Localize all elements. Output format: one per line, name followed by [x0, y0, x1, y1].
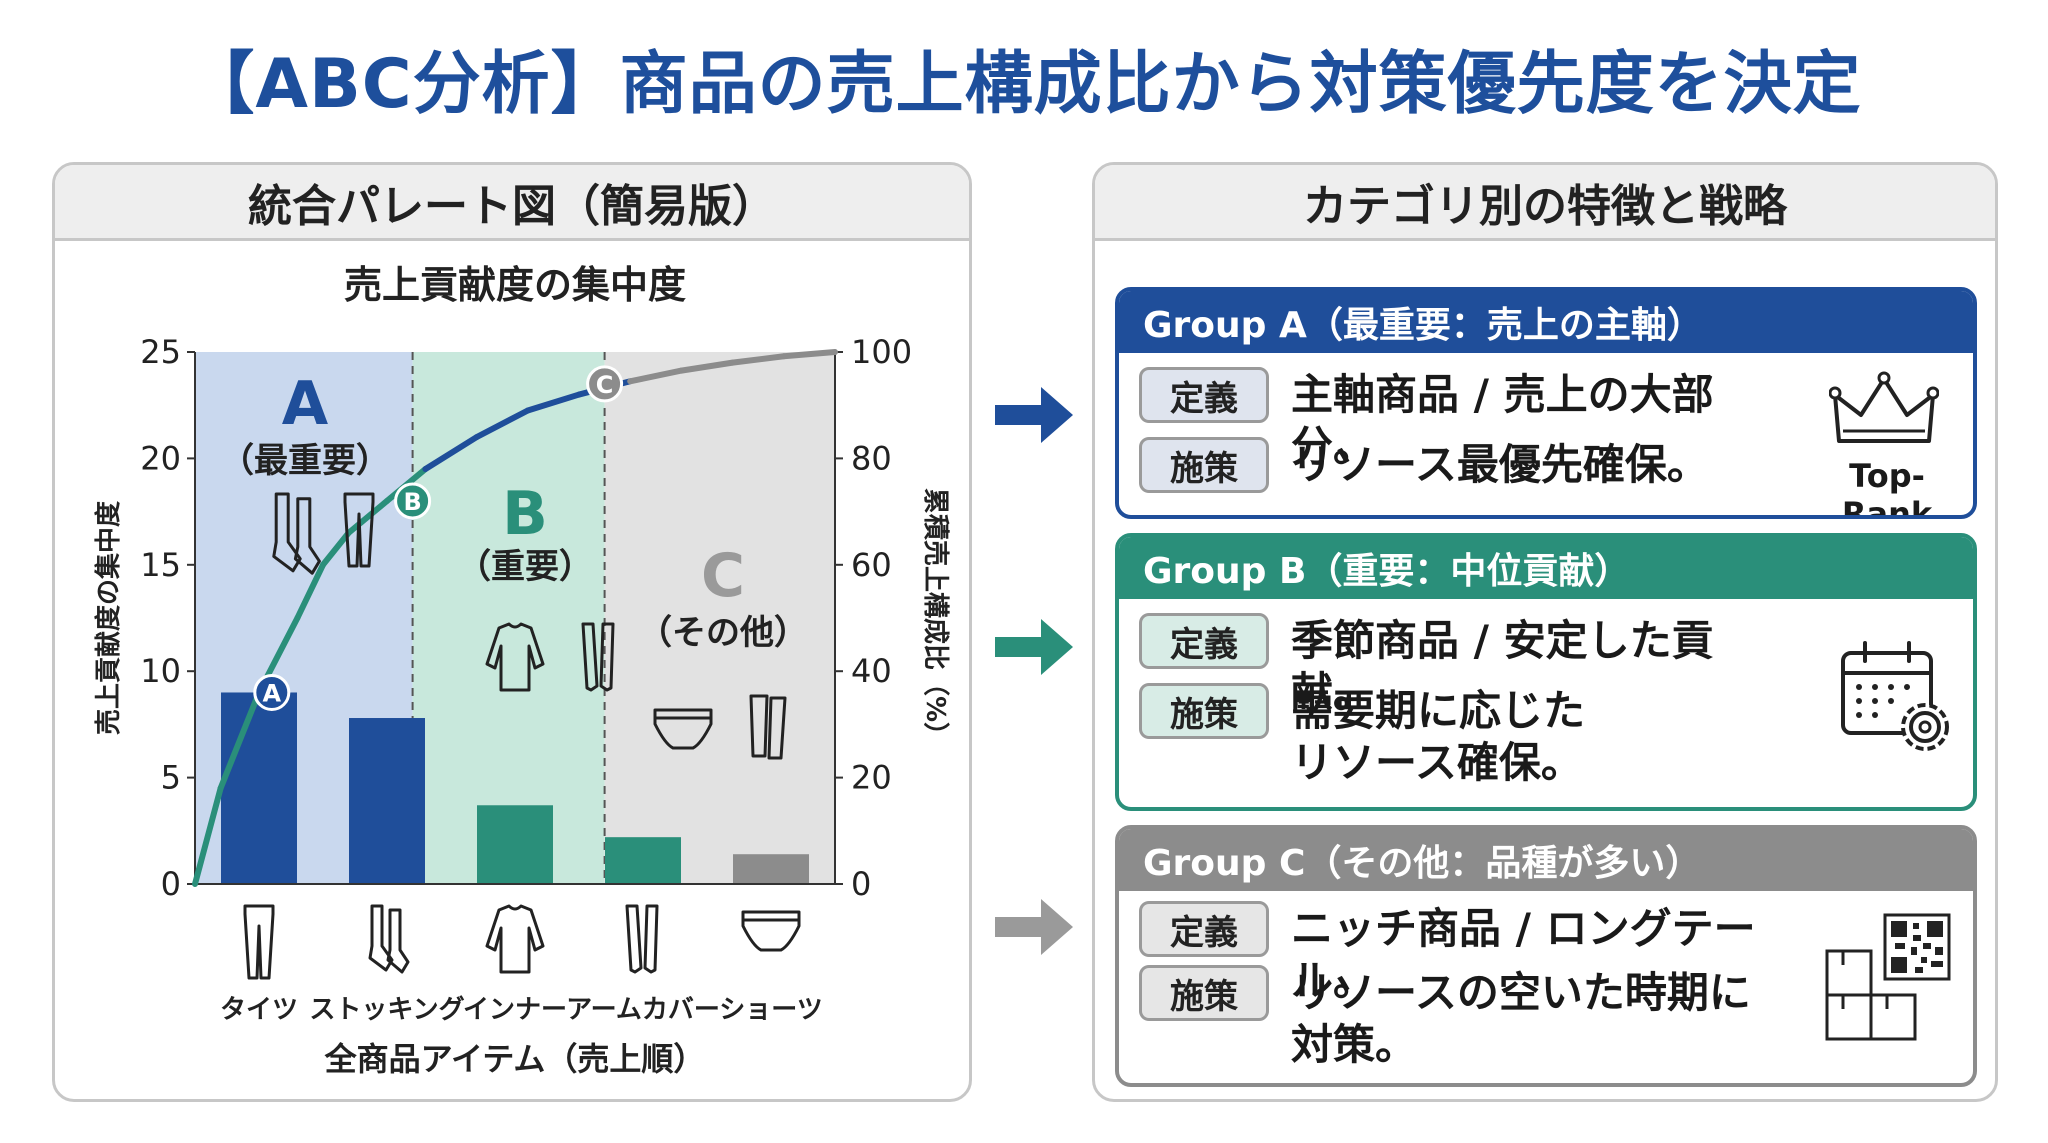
marker-label: B: [403, 488, 421, 516]
boxes-qr-icon: [1825, 913, 1951, 1041]
cumulative-line-segment: [217, 689, 262, 792]
top-rank-caption: Top-Rank: [1841, 457, 1933, 519]
y2-tick-label: 0: [851, 865, 871, 903]
y-axis-label: 売上貢献度の集中度: [93, 501, 124, 735]
group-b-card: Group B（重要：中位貢献） 定義 季節商品 / 安定した貢献。 施策 需要…: [1115, 533, 1977, 811]
group-c-act-label: 施策: [1139, 965, 1269, 1021]
marker-label: C: [596, 371, 614, 399]
group-b-act-text: 需要期に応じたリソース確保。: [1291, 686, 1586, 787]
zone-letter-b: B: [502, 479, 548, 549]
arm-cover-x-icon: [625, 904, 659, 974]
group-c-act-text: リソースの空いた時期に対策。: [1291, 968, 1751, 1069]
leg-warmer-icon: [749, 694, 787, 760]
y2-tick-label: 100: [851, 333, 912, 371]
x-tick-label: アームカバー: [566, 995, 720, 1025]
zone-label-a: （最重要）: [220, 441, 390, 481]
cumulative-line-segment: [473, 407, 531, 441]
arm-cover-icon: [581, 622, 615, 692]
x-tick-label: ショーツ: [719, 995, 822, 1025]
cumulative-line-segment: [780, 349, 838, 360]
y2-tick-label: 60: [851, 546, 892, 584]
marker-c: [586, 365, 624, 403]
crown-icon: [1829, 371, 1939, 443]
y2-tick-label: 20: [851, 759, 892, 797]
y2-tick-label: 40: [851, 652, 892, 690]
x-tick-label: インナー: [463, 995, 567, 1025]
group-b-def-label: 定義: [1139, 613, 1269, 669]
zone-bg-b: [412, 352, 605, 884]
page-title: 【ABC分析】商品の売上構成比から対策優先度を決定: [186, 45, 1862, 124]
cumulative-line-segment: [345, 497, 390, 536]
marker-a: [253, 673, 291, 711]
zone-bg-c: [604, 352, 835, 884]
group-c-def-text: ニッチ商品 / ロングテール。: [1291, 904, 1756, 1005]
marker-b: [394, 482, 432, 520]
group-c-head: Group C（その他：品種が多い）: [1119, 829, 1973, 891]
inner-shirt-icon: [485, 622, 545, 692]
cumulative-line-segment: [524, 391, 582, 414]
shorts-icon: [653, 708, 713, 750]
group-b-def-text: 季節商品 / 安定した貢献。: [1291, 616, 1714, 717]
strategy-panel-header: カテゴリ別の特徴と戦略: [1095, 165, 1995, 241]
cumulative-line-segment: [627, 367, 685, 385]
arrow-c-icon: [995, 899, 1073, 955]
zone-label-b: （重要）: [457, 547, 593, 587]
bar-ストッキング: [349, 718, 425, 884]
group-a-def-label: 定義: [1139, 367, 1269, 423]
y-tick-label: 10: [140, 652, 181, 690]
group-c-def-label: 定義: [1139, 901, 1269, 957]
x-axis-label: 全商品アイテム（売上順）: [324, 1040, 706, 1078]
bar-アームカバー: [605, 837, 681, 884]
group-a-card: Group A（最重要：売上の主軸） 定義 主軸商品 / 売上の大部分。 施策 …: [1115, 287, 1977, 519]
calendar-gear-icon: [1841, 641, 1949, 751]
x-tick-label: タイツ: [220, 995, 298, 1025]
chart-title: 売上貢献度の集中度: [344, 263, 686, 307]
cumulative-line-segment: [192, 785, 224, 887]
cumulative-line-segment: [320, 529, 352, 568]
arrow-b-icon: [995, 619, 1073, 675]
cumulative-line-segment: [422, 434, 480, 473]
pareto-chart: 売上貢献度の集中度 0 5 10 15 20 25 0 20 40 60 80 100 売上貢献度の集中度…: [93, 263, 950, 1078]
zone-label-c: （その他）: [638, 613, 808, 653]
x-tick-label: ストッキング: [309, 995, 464, 1025]
y2-axis-label: 累積売上構成比（%）: [920, 488, 950, 748]
group-a-act-label: 施策: [1139, 437, 1269, 493]
group-c-card: Group C（その他：品種が多い） 定義 ニッチ商品 / ロングテール。 施策…: [1115, 825, 1977, 1087]
bar-タイツ: [221, 692, 297, 884]
bar-ショーツ: [733, 854, 809, 884]
tights-x-icon: [243, 904, 275, 980]
group-a-head: Group A（最重要：売上の主軸）: [1119, 291, 1973, 353]
strategy-panel: カテゴリ別の特徴と戦略 Group A（最重要：売上の主軸） 定義 主軸商品 /…: [1092, 162, 1998, 1102]
marker-label: A: [263, 679, 282, 707]
pareto-panel-header: 統合パレート図（簡易版）: [55, 165, 969, 241]
y-tick-label: 0: [161, 865, 181, 903]
y-tick-label: 5: [161, 759, 181, 797]
zone-letter-a: A: [282, 369, 329, 439]
pareto-panel: 統合パレート図（簡易版） 売上貢献度の集中度 0 5 10 15 20 25 0 20 40 60 8…: [52, 162, 972, 1102]
group-a-def-text: 主軸商品 / 売上の大部分。: [1291, 370, 1714, 471]
inner-x-icon: [485, 904, 545, 974]
tights-icon: [343, 492, 375, 568]
y-tick-label: 25: [140, 333, 181, 371]
group-b-act-label: 施策: [1139, 683, 1269, 739]
y-tick-label: 20: [140, 439, 181, 477]
bar-インナー: [477, 805, 553, 884]
arrow-a-icon: [995, 387, 1073, 443]
stocking-icon: [272, 492, 321, 575]
y-tick-label: 15: [140, 546, 181, 584]
cumulative-line-segment: [294, 561, 326, 621]
cumulative-line-segment: [729, 353, 787, 366]
cumulative-line-segment: [678, 359, 736, 374]
stocking-x-icon: [368, 904, 410, 974]
y2-tick-label: 80: [851, 439, 892, 477]
shorts-x-icon: [741, 910, 801, 952]
zone-letter-c: C: [701, 541, 745, 611]
group-a-act-text: リソース最優先確保。: [1291, 440, 1709, 489]
group-b-head: Group B（重要：中位貢献）: [1119, 537, 1973, 599]
